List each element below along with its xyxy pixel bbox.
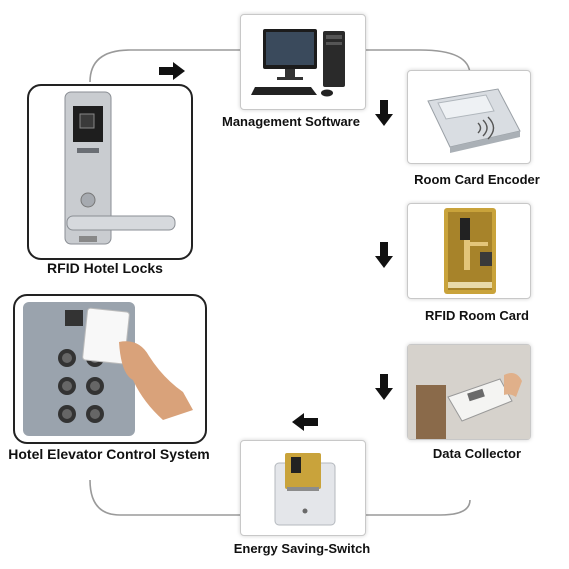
rfid-room-card-node	[407, 203, 531, 299]
data-collector-icon	[408, 345, 530, 439]
left-arrow-icon	[292, 413, 318, 431]
room-card-encoder-label: Room Card Encoder	[414, 172, 540, 187]
room-card-icon	[444, 208, 496, 294]
energy-switch-icon	[274, 453, 336, 526]
energy-saving-switch-node	[240, 440, 366, 536]
elevator-panel-icon	[23, 302, 193, 436]
elevator-control-node	[13, 294, 207, 444]
rfid-hotel-locks-label: RFID Hotel Locks	[47, 260, 163, 276]
data-collector-node	[407, 344, 531, 440]
down-arrow-icon	[375, 100, 393, 126]
door-lock-icon	[64, 91, 176, 245]
right-arrow-icon	[159, 62, 185, 80]
rfid-room-card-label: RFID Room Card	[425, 308, 529, 323]
management-software-label: Management Software	[222, 114, 360, 129]
rfid-hotel-locks-node	[27, 84, 193, 260]
down-arrow-icon	[375, 374, 393, 400]
energy-saving-switch-label: Energy Saving-Switch	[233, 541, 371, 556]
card-encoder-icon	[427, 88, 521, 153]
management-software-node	[240, 14, 366, 110]
elevator-control-label: Hotel Elevator Control System	[8, 446, 210, 462]
down-arrow-icon	[375, 242, 393, 268]
desktop-computer-icon	[251, 29, 345, 97]
data-collector-label: Data Collector	[432, 446, 522, 461]
room-card-encoder-node	[407, 70, 531, 164]
